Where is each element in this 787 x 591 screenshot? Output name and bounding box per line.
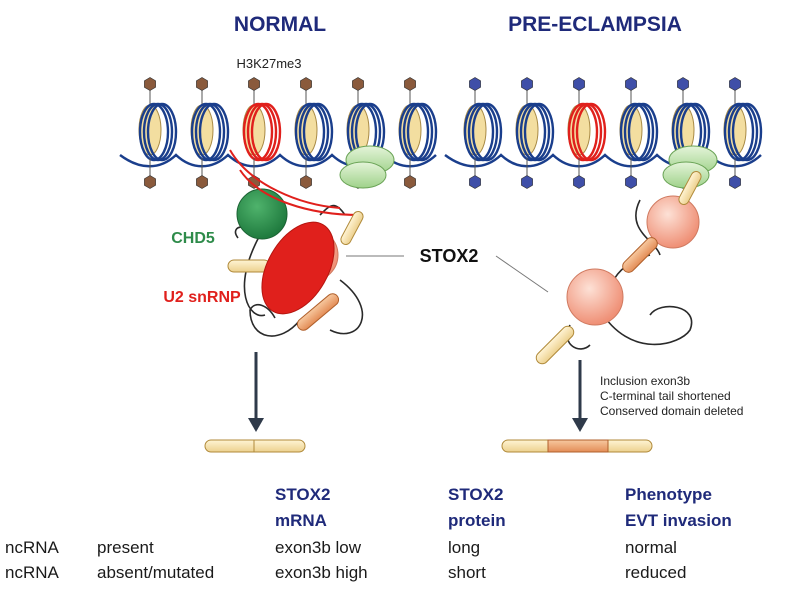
pe-histone-mark-top-5 xyxy=(677,77,689,91)
row1-mrna: exon3b low xyxy=(275,538,362,557)
pe-histone-mark-top-2 xyxy=(521,77,533,91)
helix-rod-normal-2 xyxy=(227,259,271,273)
helix-rod-pe-3 xyxy=(535,325,575,365)
annotation-line-2: C-terminal tail shortened xyxy=(600,389,731,403)
pe-histone-mark-top-1 xyxy=(469,77,481,91)
normal-histone-mark-bottom-1 xyxy=(144,175,156,189)
stox2-domain-pe-1 xyxy=(646,195,700,249)
pe-histone-mark-top-3 xyxy=(573,77,585,91)
row2-status: absent/mutated xyxy=(97,563,215,582)
header-mrna-2: mRNA xyxy=(275,511,327,530)
pe-histone-mark-bottom-1 xyxy=(469,175,481,189)
arrow-preeclampsia xyxy=(572,360,588,432)
annotation-line-1: Inclusion exon3b xyxy=(600,374,690,388)
pe-dna-coil xyxy=(575,102,607,162)
row2-phenotype: reduced xyxy=(625,563,687,582)
u2-snrnp xyxy=(261,221,335,315)
title-normal: NORMAL xyxy=(234,13,326,36)
normal-dna-coil xyxy=(198,102,230,162)
arrow-normal xyxy=(248,352,264,432)
mrna-normal xyxy=(204,439,306,453)
ncrna-curve-1 xyxy=(239,169,361,216)
normal-histone-mark-bottom-2 xyxy=(196,175,208,189)
pe-dna-coil xyxy=(523,102,555,162)
chromatin-preeclampsia xyxy=(444,77,763,189)
exon3b-segment xyxy=(547,439,609,453)
helix-rod-pe-1 xyxy=(678,171,702,205)
header-protein-1: STOX2 xyxy=(448,485,504,504)
normal-dna-coil xyxy=(146,102,178,162)
label-chd5: CHD5 xyxy=(171,230,215,247)
normal-histone-mark-top-4 xyxy=(300,77,312,91)
header-mrna-1: STOX2 xyxy=(275,485,331,504)
pe-histone-mark-top-6 xyxy=(729,77,741,91)
helix-rod-normal-3 xyxy=(296,293,340,331)
ncrna-curve-2 xyxy=(229,149,341,209)
pe-histone-mark-bottom-6 xyxy=(729,175,741,189)
label-h3k27me3: H3K27me3 xyxy=(236,56,301,71)
pe-dna-coil xyxy=(627,102,659,162)
annotation-line-3: Conserved domain deleted xyxy=(600,404,743,418)
normal-histone-mark-bottom-6 xyxy=(404,175,416,189)
pe-dna-coil xyxy=(471,102,503,162)
normal-histone-mark-top-1 xyxy=(144,77,156,91)
mrna-preeclampsia xyxy=(501,439,653,453)
row1-protein: long xyxy=(448,538,481,557)
title-preeclampsia: PRE-ECLAMPSIA xyxy=(508,13,682,36)
normal-histone-mark-top-5 xyxy=(352,77,364,91)
row1-name: ncRNA xyxy=(5,538,59,557)
normal-dna-coil xyxy=(302,102,334,162)
protein-backbone-normal xyxy=(234,204,364,337)
normal-complex xyxy=(227,145,395,337)
normal-dna-coil xyxy=(406,102,438,162)
pe-histone-mark-top-4 xyxy=(625,77,637,91)
header-protein-2: protein xyxy=(448,511,506,530)
chd5-protein xyxy=(236,188,288,240)
normal-histone-mark-top-2 xyxy=(196,77,208,91)
pe-histone-mark-bottom-2 xyxy=(521,175,533,189)
normal-histone-mark-top-3 xyxy=(248,77,260,91)
row1-status: present xyxy=(97,538,154,557)
header-phenotype-1: Phenotype xyxy=(625,485,712,504)
helix-rod-normal-1 xyxy=(340,211,364,245)
pe-histone-mark-bottom-3 xyxy=(573,175,585,189)
normal-histone-mark-bottom-4 xyxy=(300,175,312,189)
row2-mrna: exon3b high xyxy=(275,563,368,582)
chromatin-normal xyxy=(119,77,438,189)
normal-histone-mark-top-6 xyxy=(404,77,416,91)
stox2-domain-pe-2 xyxy=(566,268,624,326)
label-u2snrnp: U2 snRNP xyxy=(163,289,241,306)
row2-name: ncRNA xyxy=(5,563,59,582)
pe-histone-mark-bottom-4 xyxy=(625,175,637,189)
preeclampsia-complex xyxy=(535,145,718,365)
pe-dna-coil xyxy=(731,102,763,162)
row2-protein: short xyxy=(448,563,486,582)
normal-dna-coil xyxy=(250,102,282,162)
header-phenotype-2: EVT invasion xyxy=(625,511,732,530)
label-stox2: STOX2 xyxy=(420,246,479,266)
helix-rod-pe-2 xyxy=(622,237,658,273)
row1-phenotype: normal xyxy=(625,538,677,557)
stox2-pointer-right xyxy=(495,255,549,293)
